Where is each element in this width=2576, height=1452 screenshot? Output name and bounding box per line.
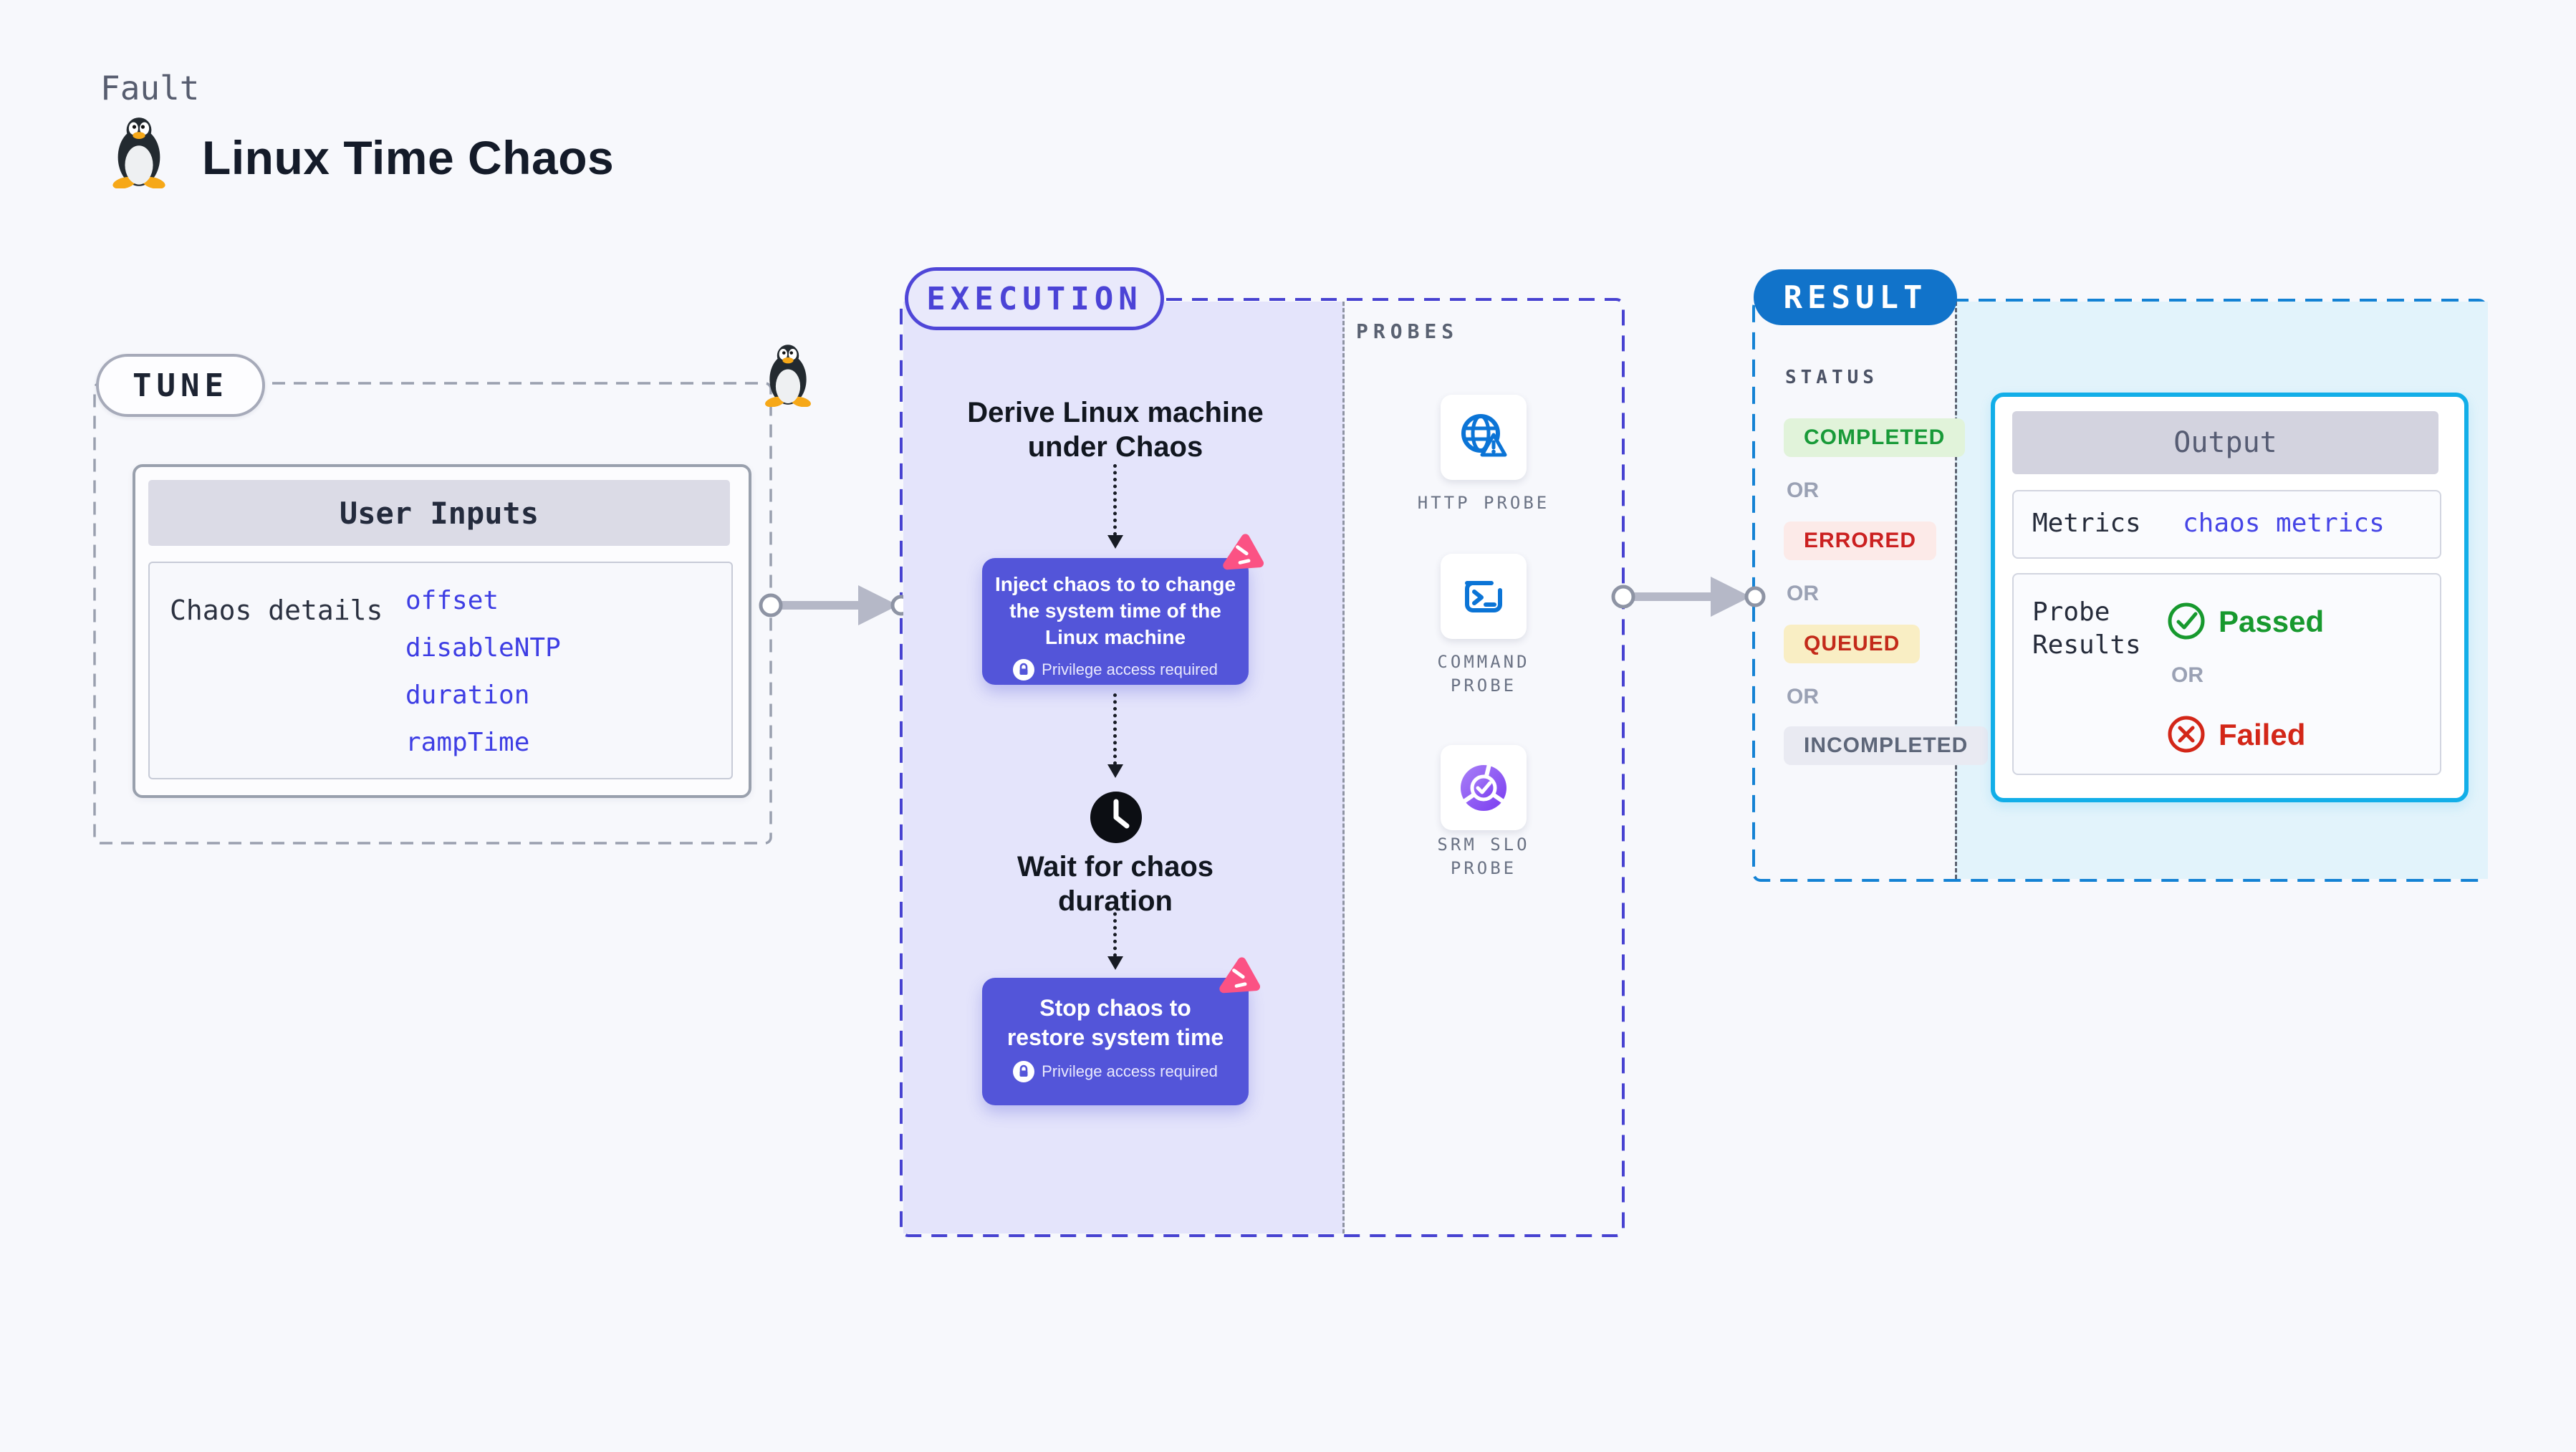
privilege-row: Privilege access required — [982, 659, 1249, 681]
clock-icon — [1090, 792, 1142, 843]
or-label: OR — [1787, 685, 1819, 708]
stop-chaos-text: Stop chaos to restore system time — [1006, 995, 1224, 1050]
lock-icon — [1013, 659, 1035, 681]
inject-chaos-card: Inject chaos to to change the system tim… — [982, 558, 1249, 685]
srm-slo-probe-icon — [1461, 763, 1506, 811]
stop-chaos-card: Stop chaos to restore system time Privil… — [982, 978, 1249, 1105]
fault-kicker: Fault — [100, 69, 200, 107]
status-badge-queued: QUEUED — [1784, 625, 1921, 663]
command-probe-icon — [1465, 580, 1502, 612]
flow-arrow-2 — [1107, 693, 1123, 778]
status-badge-incompleted: INCOMPLETED — [1784, 726, 1989, 765]
privilege-note: Privilege access required — [1042, 660, 1218, 678]
tux-penguin-icon — [112, 117, 165, 188]
probe-card-srm-slo — [1441, 745, 1527, 830]
privilege-row: Privilege access required — [982, 1061, 1249, 1082]
status-badge-completed: COMPLETED — [1784, 418, 1966, 457]
input-link-disablentp[interactable]: disableNTP — [405, 633, 561, 663]
probe-card-command — [1441, 554, 1527, 639]
flow-arrow-1 — [1107, 464, 1123, 549]
tux-penguin-icon-small — [765, 345, 811, 407]
execution-pill: EXECUTION — [905, 267, 1164, 330]
status-label: STATUS — [1785, 367, 1878, 388]
chaos-flask-icon — [1223, 534, 1264, 570]
user-inputs-body — [148, 562, 733, 779]
chaos-metrics-link[interactable]: chaos metrics — [2183, 509, 2385, 538]
or-label: OR — [2171, 663, 2203, 687]
inject-chaos-text: Inject chaos to to change the system tim… — [994, 573, 1236, 648]
input-link-ramptime[interactable]: rampTime — [405, 728, 530, 757]
status-badge-errored: ERRORED — [1784, 521, 1937, 560]
http-probe-icon — [1461, 413, 1507, 456]
probe-results-label: Probe Results — [2032, 597, 2141, 660]
page-title: Linux Time Chaos — [202, 131, 615, 184]
probe-label-http: HTTP PROBE — [1417, 493, 1550, 513]
probe-label-srm-slo: SRM SLO PROBE — [1437, 835, 1530, 878]
chaos-flask-icon — [1219, 957, 1261, 994]
user-inputs-header: User Inputs — [148, 480, 730, 546]
output-header: Output — [2012, 411, 2438, 474]
execution-to-result-arrow — [1611, 577, 1766, 617]
or-label: OR — [1787, 479, 1819, 502]
input-link-offset[interactable]: offset — [405, 586, 499, 615]
or-label: OR — [1787, 582, 1819, 605]
lock-icon — [1013, 1061, 1035, 1082]
probe-card-http — [1441, 395, 1527, 480]
failed-x-icon — [2168, 716, 2205, 753]
chaos-details-label: Chaos details — [170, 595, 383, 626]
passed-check-icon — [2168, 602, 2205, 640]
metrics-label: Metrics — [2032, 509, 2141, 538]
privilege-note: Privilege access required — [1042, 1062, 1218, 1080]
probe-label-command: COMMAND PROBE — [1437, 652, 1530, 696]
input-link-duration[interactable]: duration — [405, 681, 530, 710]
probe-results-row — [2012, 573, 2441, 775]
passed-label: Passed — [2219, 605, 2325, 638]
derive-step-label: Derive Linux machine under Chaos — [967, 397, 1264, 463]
result-pill: RESULT — [1754, 269, 1957, 325]
tune-pill: TUNE — [96, 354, 265, 417]
flow-arrow-3 — [1107, 905, 1123, 970]
metrics-row — [2012, 490, 2441, 559]
tune-to-execution-arrow — [759, 585, 912, 625]
probes-section-label: PROBES — [1356, 319, 1459, 343]
failed-label: Failed — [2219, 718, 2306, 751]
